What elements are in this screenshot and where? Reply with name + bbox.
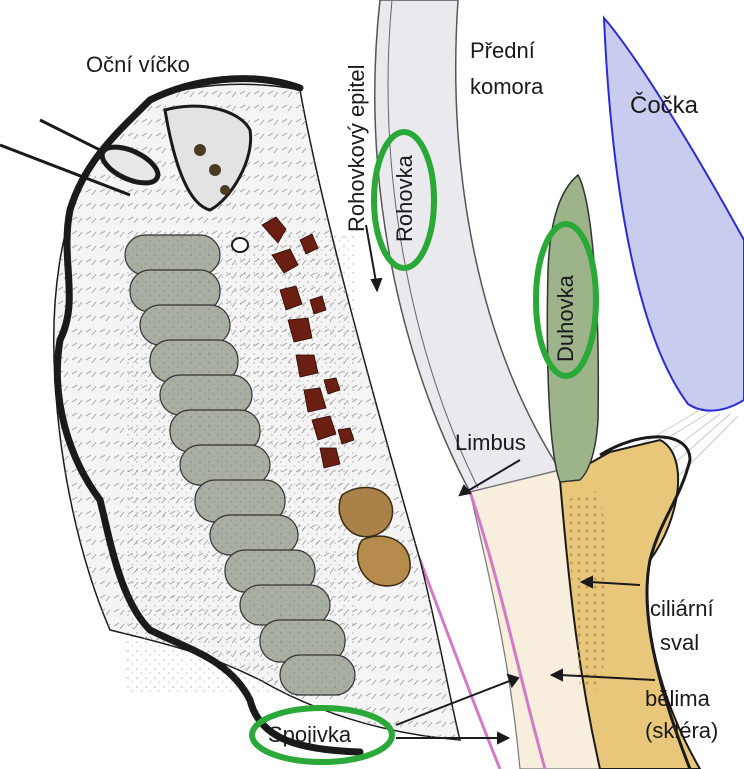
eyelid-label: Oční víčko: [86, 52, 190, 78]
ciliary-muscle-label-line2: sval: [660, 630, 699, 656]
ciliary-muscle-label-line1: ciliární: [650, 596, 714, 622]
anterior-chamber-label-line2: komora: [470, 74, 543, 100]
sclera-label-line2: (skléra): [645, 718, 718, 744]
lens-label: Čočka: [630, 92, 698, 120]
sclera-label-line1: bělima: [645, 686, 710, 712]
eyelid-small-gland: [232, 238, 248, 252]
conjunctiva-label: Spojivka: [268, 722, 351, 748]
corneal-epithelium-label: Rohovkový epitel: [344, 64, 370, 232]
cornea-label: Rohovka: [392, 155, 418, 242]
iris-label: Duhovka: [553, 275, 579, 362]
limbus-label: Limbus: [455, 430, 526, 456]
lens-shape: [604, 18, 744, 411]
anterior-chamber-label-line1: Přední: [470, 38, 535, 64]
